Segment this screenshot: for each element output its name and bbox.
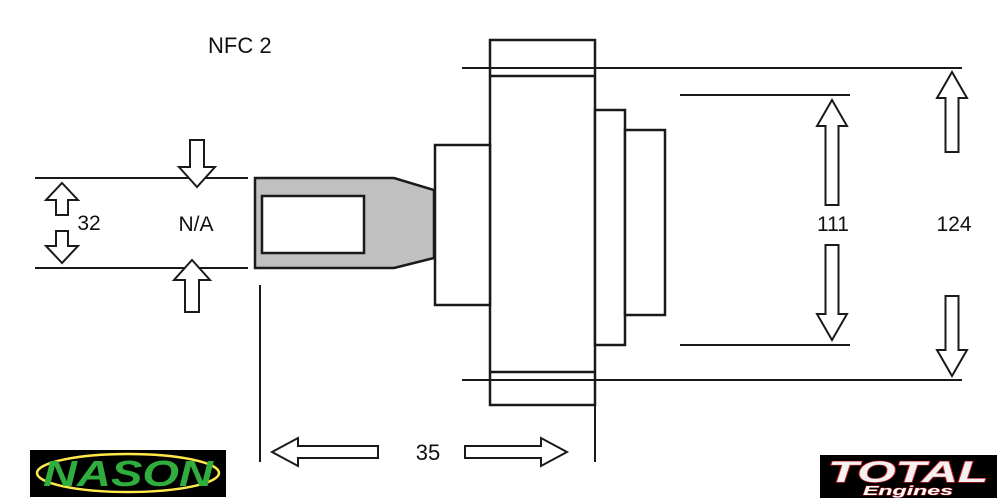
arrow-na-up [171, 258, 213, 313]
pulley-outline [488, 38, 597, 407]
total-engines-logo: TOTAL Engines [820, 455, 997, 498]
total-logo-text: TOTAL [828, 456, 988, 489]
hub-step-2 [623, 128, 667, 317]
dimension-lines [35, 67, 962, 462]
part-outlines [253, 38, 667, 407]
drawing-title: NFC 2 [208, 33, 272, 58]
arrow-111-down [815, 244, 849, 343]
dim-label-na: N/A [178, 213, 213, 236]
dim-label-35: 35 [416, 440, 440, 465]
hub-body [433, 143, 492, 307]
arrow-35-right [464, 436, 570, 468]
nason-logo-art: NASON [30, 450, 226, 497]
dim-label-32: 32 [77, 212, 100, 235]
total-engines-logo-art: TOTAL Engines [820, 455, 997, 498]
arrow-na-down [176, 139, 218, 189]
arrow-111-up [815, 97, 849, 206]
dim-label-111: 111 [817, 213, 849, 236]
nason-oval-outline [35, 452, 221, 494]
total-logo-background [820, 455, 997, 498]
nason-logo: NASON [30, 450, 226, 497]
shaft-keyway [260, 194, 366, 255]
engines-logo-text: Engines [863, 483, 953, 498]
arrow-35-left [269, 436, 379, 468]
dim-label-124: 124 [936, 213, 971, 236]
pulley-grooves [490, 74, 595, 374]
arrow-124-up [935, 69, 969, 153]
arrow-32-down [43, 230, 81, 265]
nason-logo-background [30, 450, 226, 497]
arrow-32-up [43, 181, 81, 216]
nason-logo-text: NASON [43, 453, 214, 494]
arrow-124-down [935, 295, 969, 379]
dimension-arrows [43, 69, 969, 468]
hub-step-1 [593, 108, 627, 347]
